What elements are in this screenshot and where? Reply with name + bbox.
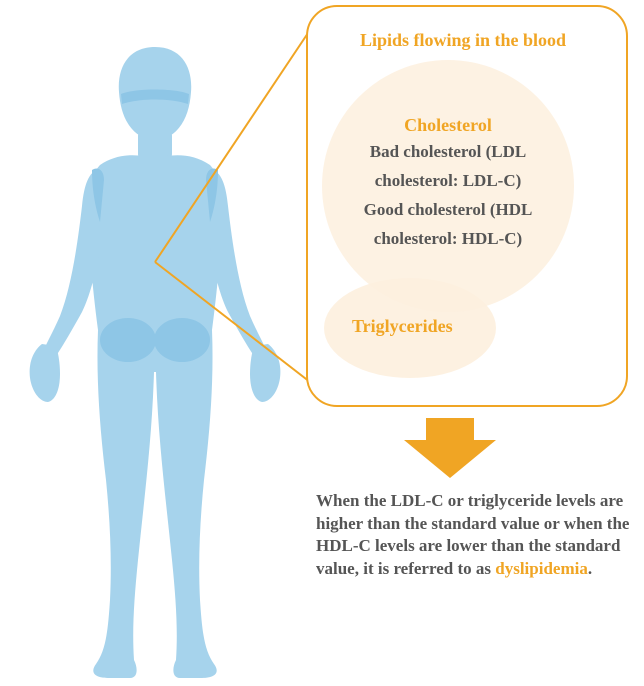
dyslipidemia-explanation: When the LDL-C or triglyceride levels ar… bbox=[316, 490, 634, 580]
human-body-figure bbox=[30, 47, 281, 678]
cholesterol-line-1: Bad cholesterol (LDL bbox=[330, 142, 566, 162]
dyslipidemia-highlight: dyslipidemia bbox=[495, 559, 588, 578]
cholesterol-title: Cholesterol bbox=[330, 115, 566, 136]
triglycerides-label: Triglycerides bbox=[352, 316, 453, 337]
cholesterol-line-3: Good cholesterol (HDL bbox=[330, 200, 566, 220]
down-arrow-icon bbox=[404, 418, 496, 478]
cholesterol-line-2: cholesterol: LDL-C) bbox=[330, 171, 566, 191]
cholesterol-line-4: cholesterol: HDL-C) bbox=[330, 229, 566, 249]
callout-title: Lipids flowing in the blood bbox=[318, 30, 608, 51]
explanation-period: . bbox=[588, 559, 592, 578]
